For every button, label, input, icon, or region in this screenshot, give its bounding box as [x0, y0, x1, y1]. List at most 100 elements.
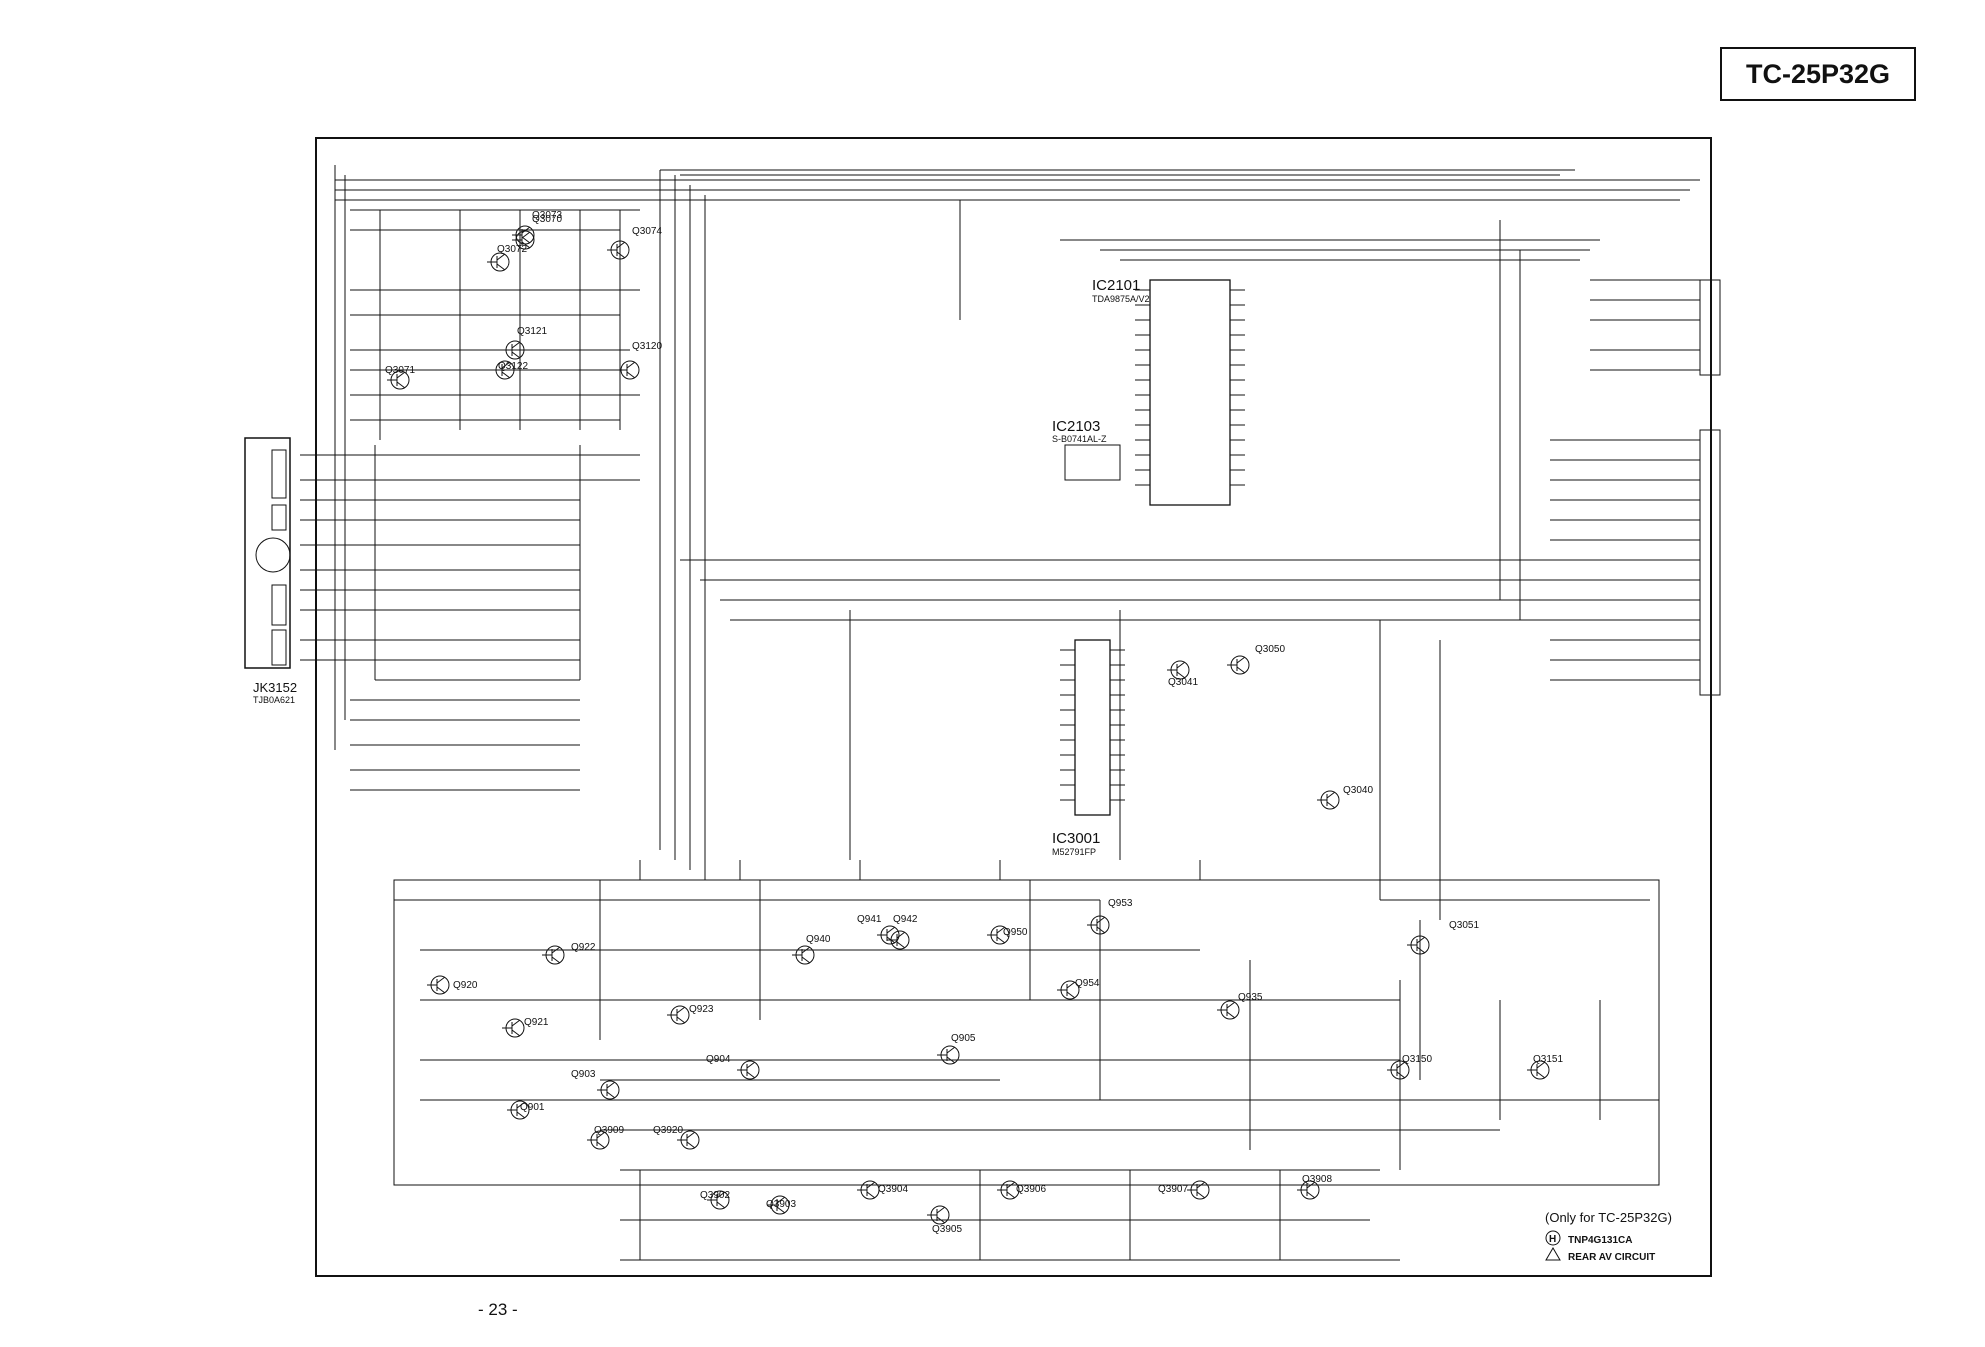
transistor-label: Q3904: [878, 1184, 908, 1195]
transistor-q3920: Q3920: [653, 1125, 700, 1150]
transistor-leads: [387, 371, 406, 389]
page-number: - 23 -: [478, 1300, 518, 1319]
transistor-q903: Q903: [571, 1069, 620, 1100]
transistor-q922: Q922: [542, 942, 596, 965]
transistor-label: Q920: [453, 980, 478, 991]
transistor-leads: [617, 361, 636, 379]
transistor-label: Q3120: [632, 341, 662, 352]
jk3152-connector: [244, 437, 291, 669]
transistor-leads: [1057, 981, 1076, 999]
ic3001-part: M52791FP: [1052, 847, 1096, 857]
connector-h12: [1699, 279, 1721, 376]
transistor-leads: [1297, 1181, 1316, 1199]
transistor-q953: Q953: [1087, 898, 1133, 935]
transistor-label: Q904: [706, 1054, 731, 1065]
transistor-label: Q3902: [700, 1190, 730, 1201]
transistor-label: Q903: [571, 1069, 596, 1080]
transistor-q3120: Q3120: [617, 341, 662, 380]
transistor-leads: [587, 1131, 606, 1149]
transistor-q3071: Q3071: [385, 365, 415, 390]
transistor-label: Q3121: [517, 326, 547, 337]
transistor-label: Q3150: [1402, 1054, 1432, 1065]
transistor-label: Q921: [524, 1017, 549, 1028]
connector-h11: [1699, 429, 1721, 696]
connector-pin-group: [271, 449, 287, 499]
transistor-label: Q942: [893, 914, 918, 925]
transistor-label: Q3072: [497, 244, 527, 255]
transistor-label: Q3073: [532, 210, 562, 221]
schematic-frame: [315, 137, 1712, 1277]
transistor-leads: [1317, 791, 1336, 809]
ic2101-ref: IC2101: [1092, 277, 1140, 294]
ic2101-part: TDA9875A/V2: [1092, 294, 1150, 304]
transistor-q3122: Q3122: [492, 360, 528, 380]
board-letter-circle: [1545, 1230, 1561, 1246]
transistor-q3121: Q3121: [502, 326, 547, 360]
transistor-leads: [737, 1061, 756, 1079]
s-video-jack-icon: [255, 537, 291, 573]
transistor-q3151: Q3151: [1527, 1054, 1563, 1080]
transistor-q3073: Q3073: [512, 210, 562, 245]
transistor-q905: Q905: [937, 1033, 976, 1065]
ic3001-body: [1074, 639, 1111, 816]
transistor-leads: [877, 926, 896, 944]
transistor-label: Q935: [1238, 992, 1263, 1003]
transistor-label: Q3051: [1449, 920, 1479, 931]
circuit-name: REAR AV CIRCUIT: [1568, 1252, 1655, 1263]
transistor-label: Q3040: [1343, 785, 1373, 796]
transistor-label: Q941: [857, 914, 882, 925]
transistor-label: Q3905: [932, 1224, 962, 1235]
transistor-q3908: Q3908: [1297, 1174, 1332, 1200]
ic2101-pins: [1135, 289, 1245, 486]
transistor-leads: [542, 946, 561, 964]
transistor-label: Q3074: [632, 226, 662, 237]
transistor-label: Q3071: [385, 365, 415, 376]
model-number: TC-25P32G: [1745, 58, 1891, 89]
transistor-label: Q3070: [532, 214, 562, 225]
transistor-leads: [1217, 1001, 1236, 1019]
transistor-q935: Q935: [1217, 992, 1263, 1020]
transistor-leads: [427, 976, 446, 994]
transistor-leads: [1167, 661, 1186, 679]
connector-body: [244, 437, 291, 669]
transistor-leads: [792, 946, 811, 964]
transistor-q3150: Q3150: [1387, 1054, 1432, 1080]
transistor-label: Q954: [1075, 978, 1100, 989]
transistor-label: Q3050: [1255, 644, 1285, 655]
transistor-q3072: Q3072: [487, 244, 527, 272]
transistor-leads: [707, 1191, 726, 1209]
connector-ref: JK3152: [253, 680, 297, 695]
transistor-leads: [1387, 1061, 1406, 1079]
transistor-q942: Q942: [887, 914, 918, 950]
transistor-leads: [512, 226, 531, 244]
board-part: TNP4G131CA: [1568, 1235, 1632, 1246]
transistor-q940: Q940: [792, 934, 831, 965]
transistor-leads: [607, 241, 626, 259]
only-for-note: (Only for TC-25P32G): [1545, 1210, 1672, 1225]
ic2103-ref: IC2103: [1052, 418, 1100, 435]
transistor-label: Q3920: [653, 1125, 683, 1136]
transistor-leads: [1527, 1061, 1546, 1079]
transistor-leads: [492, 361, 511, 379]
transistor-label: Q923: [689, 1004, 714, 1015]
transistor-leads: [667, 1006, 686, 1024]
transistor-q3907: Q3907: [1158, 1180, 1210, 1200]
ic2103-body: [1064, 444, 1121, 481]
transistor-leads: [857, 1181, 876, 1199]
transistor-leads: [887, 931, 906, 949]
transistor-q3051: Q3051: [1407, 920, 1479, 955]
connector-pin-group: [271, 504, 287, 531]
transistor-label: Q3907: [1158, 1184, 1188, 1195]
transistor-label: Q901: [520, 1102, 545, 1113]
transistor-q3040: Q3040: [1317, 785, 1373, 810]
ic3001-pins: [1060, 649, 1125, 801]
wiring: [300, 165, 1700, 1261]
transistor-label: Q3903: [766, 1199, 796, 1210]
transistor-label: Q3908: [1302, 1174, 1332, 1185]
transistor-leads: [502, 1019, 521, 1037]
transistor-label: Q3122: [498, 361, 528, 372]
transistor-q3909: Q3909: [587, 1125, 624, 1150]
transistor-label: Q3909: [594, 1125, 624, 1136]
